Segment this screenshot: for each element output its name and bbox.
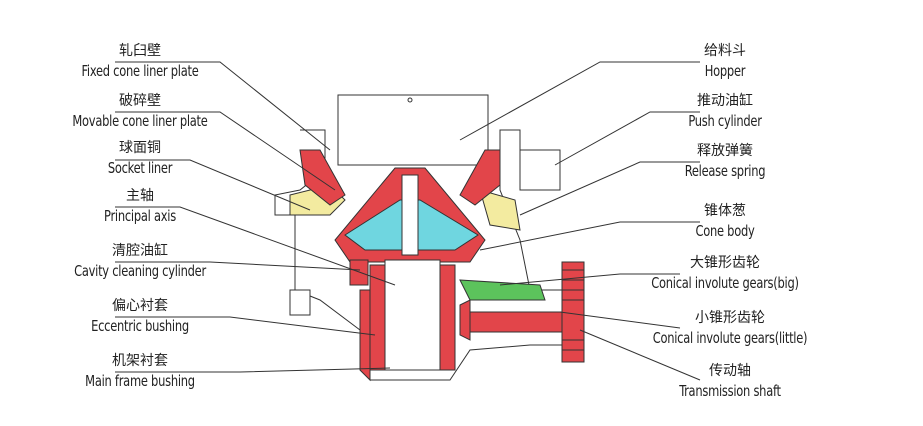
small-gear [459,299,471,341]
label-hopper: 给料斗 Hopper [645,44,805,79]
label-zh: 锥体葱 [704,203,746,219]
label-release-spring: 释放弹簧 Release spring [645,144,805,179]
label-en: Release spring [684,162,766,180]
label-zh: 大锥形齿轮 [690,255,760,271]
label-zh: 主轴 [126,188,154,204]
label-zh: 球面铜 [119,140,161,156]
push-cylinder-shape [519,149,561,191]
principal-axis [384,259,441,371]
label-transmission-shaft: 传动轴 Transmission shaft [645,364,815,399]
label-zh: 推动油缸 [697,93,753,109]
label-cavity-cleaning-cylinder: 清腔油缸 Cavity cleaning cylinder [55,244,225,279]
label-en: Main frame bushing [85,372,195,390]
label-zh: 轧臼壁 [119,43,161,59]
label-en: Cavity cleaning cylinder [74,262,206,280]
label-push-cylinder: 推动油缸 Push cylinder [645,94,805,129]
label-en: Transmission shaft [679,382,781,400]
label-cone-body: 锥体葱 Cone body [645,204,805,239]
label-zh: 机架衬套 [112,353,168,369]
label-en: Cone body [695,222,755,240]
leader-lines [115,61,701,381]
label-en: Movable cone liner plate [72,112,208,130]
label-movable-cone-liner: 破碎壁 Movable cone liner plate [55,94,225,129]
fixed-liner [299,149,346,206]
label-zh: 给料斗 [704,43,746,59]
label-socket-liner: 球面铜 Socket liner [60,141,220,176]
label-en: Hopper [704,62,746,80]
label-en: Conical involute gears(big) [651,274,799,292]
label-zh: 小锥形齿轮 [695,310,765,326]
cleaning-cylinder-shape [289,289,311,316]
label-fixed-cone-liner: 轧臼壁 Fixed cone liner plate [60,44,220,79]
label-en: Socket liner [107,159,173,177]
label-zh: 破碎壁 [119,93,161,109]
label-eccentric-bushing: 偏心衬套 Eccentric bushing [60,299,220,334]
label-en: Eccentric bushing [91,317,189,335]
label-en: Conical involute gears(little) [652,329,808,347]
label-principal-axis: 主轴 Principal axis [60,189,220,224]
label-main-frame-bushing: 机架衬套 Main frame bushing [60,354,220,389]
hopper-shape [337,94,489,166]
label-zh: 传动轴 [709,363,751,379]
big-gear [459,279,546,301]
label-big-gears: 大锥形齿轮 Conical involute gears(big) [630,256,820,291]
label-en: Principal axis [104,207,176,225]
label-zh: 偏心衬套 [112,298,168,314]
label-zh: 释放弹簧 [697,143,753,159]
label-en: Push cylinder [688,112,762,130]
label-en: Fixed cone liner plate [81,62,199,80]
label-little-gears: 小锥形齿轮 Conical involute gears(little) [630,311,830,346]
label-zh: 清腔油缸 [112,243,168,259]
